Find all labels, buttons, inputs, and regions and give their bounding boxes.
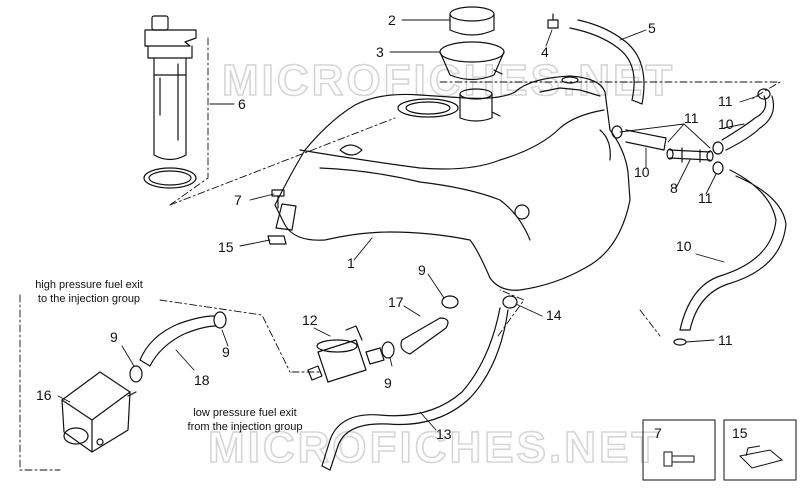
vent-hose-5	[569, 19, 645, 105]
fuel-pump-module	[143, 15, 197, 189]
callout-18: 18	[194, 372, 210, 388]
inset-label-15: 15	[732, 425, 748, 441]
watermark-bottom: MICROFICHES.NET	[208, 423, 661, 472]
fuel-filter	[307, 325, 385, 383]
callout-9-filter: 9	[384, 375, 392, 391]
callout-labels: 2 3 4 5 6 7 15 1 11 10 11 10 8 11 10 11 …	[36, 12, 734, 442]
callout-11-top: 11	[718, 93, 733, 109]
callout-7: 7	[234, 192, 242, 208]
leader-lines	[57, 19, 759, 431]
callout-10-top: 10	[718, 116, 734, 132]
callout-4: 4	[541, 44, 549, 60]
callout-2: 2	[388, 12, 396, 28]
vent-fitting	[547, 13, 559, 29]
note-low-pressure-line-1: low pressure fuel exit	[193, 407, 297, 419]
callout-5: 5	[648, 20, 656, 36]
callout-8: 8	[670, 180, 678, 196]
reference-lines	[19, 37, 781, 471]
hose-13	[321, 307, 509, 471]
callout-17: 17	[388, 294, 404, 310]
clamp-9-hose	[213, 311, 227, 329]
note-high-pressure-line-1: high pressure fuel exit	[35, 279, 143, 291]
inset-clip-icon	[738, 445, 784, 469]
clip-15	[267, 235, 287, 245]
callout-14: 14	[546, 307, 562, 323]
watermark-top: MICROFICHES.NET	[222, 56, 675, 105]
note-high-pressure: high pressure fuel exit to the injection…	[14, 278, 164, 306]
fuel-pump	[61, 371, 137, 453]
callout-10-mid: 10	[634, 164, 650, 180]
filler-cap	[449, 6, 495, 36]
callout-9-pump: 9	[110, 329, 118, 345]
callout-1: 1	[347, 255, 355, 271]
callout-6: 6	[238, 96, 246, 112]
callout-11-right: 11	[698, 190, 713, 206]
callout-11-mid: 11	[684, 110, 699, 126]
callout-12: 12	[302, 312, 318, 328]
inset-15	[723, 419, 797, 481]
note-low-pressure-line-2: from the injection group	[187, 421, 303, 433]
filler-neck	[439, 41, 505, 81]
fuel-tank	[274, 75, 631, 291]
clamp-9-filter	[381, 341, 395, 359]
vent-hoses-right	[611, 88, 787, 346]
clamp-9-pump	[129, 365, 143, 383]
note-low-pressure: low pressure fuel exit from the injectio…	[170, 406, 320, 434]
callout-16: 16	[36, 387, 52, 403]
note-high-pressure-line-2: to the injection group	[37, 293, 141, 305]
inset-7	[642, 419, 716, 481]
inset-boxes	[642, 419, 797, 481]
clamp-9-upper	[441, 295, 459, 309]
callout-3: 3	[376, 44, 384, 60]
connector-17	[400, 317, 449, 355]
callout-15: 15	[218, 239, 234, 255]
bolt-7	[271, 189, 285, 209]
callout-10-low: 10	[676, 238, 692, 254]
inset-bolt-icon	[663, 451, 695, 467]
inset-label-7: 7	[654, 425, 662, 441]
callout-13: 13	[436, 426, 452, 442]
callout-9-upper: 9	[418, 262, 426, 278]
clamp-14	[502, 295, 518, 309]
callout-9-hose: 9	[222, 344, 230, 360]
callout-11-low: 11	[718, 332, 733, 348]
hose-18	[139, 315, 217, 367]
